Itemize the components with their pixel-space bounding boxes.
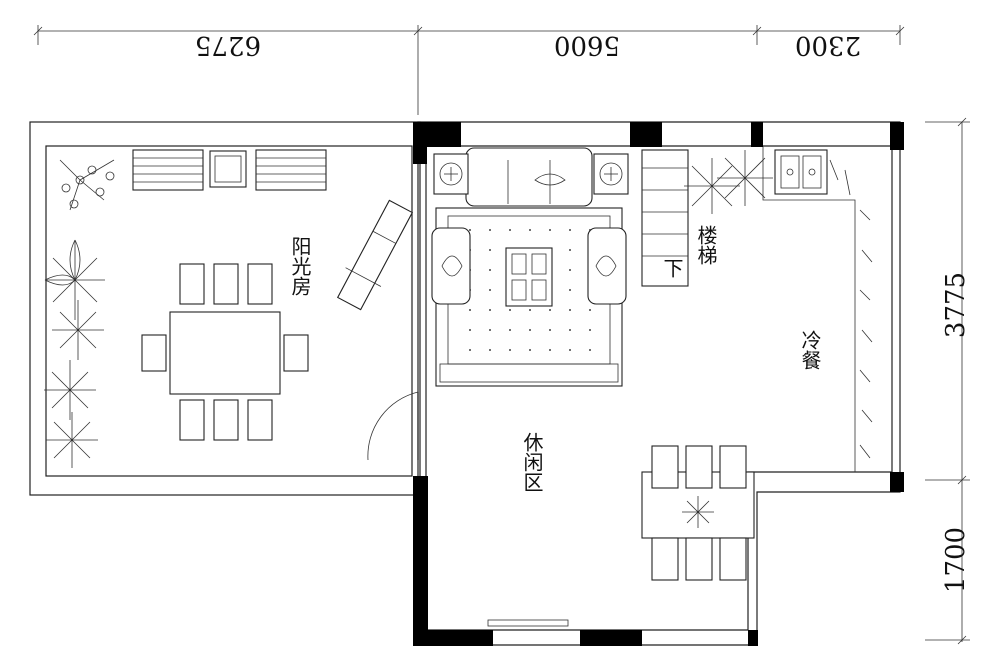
coffee-table (505, 247, 553, 307)
sunroom-outline (29, 121, 421, 496)
plant-icon-stairs (684, 150, 773, 214)
armchair-right (587, 227, 627, 305)
armchair-left (431, 227, 471, 305)
counter-hatch (829, 159, 873, 459)
sunroom-bench-left (132, 149, 204, 191)
sink-icon (774, 149, 828, 195)
dimension-top: 6275 5600 2300 (33, 25, 905, 115)
table-icon (169, 311, 281, 395)
sunroom-side-table (209, 150, 247, 188)
dim-1700: 1700 (941, 527, 971, 593)
chair-icon-lower (651, 445, 747, 581)
lamp-table-right (593, 153, 629, 195)
sofa-icon (465, 147, 593, 207)
dimension-right: 3775 1700 (925, 117, 971, 645)
room-label-sunroom: 阳光房 (288, 236, 312, 296)
room-label-stairs: 楼梯 (694, 225, 718, 265)
walls (413, 122, 904, 646)
lounge-chair-icon (336, 199, 414, 311)
door-icon (367, 391, 419, 461)
dim-3775: 3775 (941, 272, 971, 338)
room-label-leisure: 休闲区 (520, 432, 544, 492)
sunroom-bench-right (255, 149, 327, 191)
stairs-down-label: 下 (660, 258, 684, 278)
stairs (641, 149, 689, 287)
dim-2300: 2300 (795, 30, 861, 60)
lamp-table-left (433, 153, 469, 195)
room-label-cold-dining: 冷餐 (798, 330, 822, 370)
plant-icon (44, 159, 115, 468)
dim-6275: 6275 (195, 30, 261, 60)
dim-5600: 5600 (554, 30, 620, 60)
chair-icon (141, 263, 309, 441)
